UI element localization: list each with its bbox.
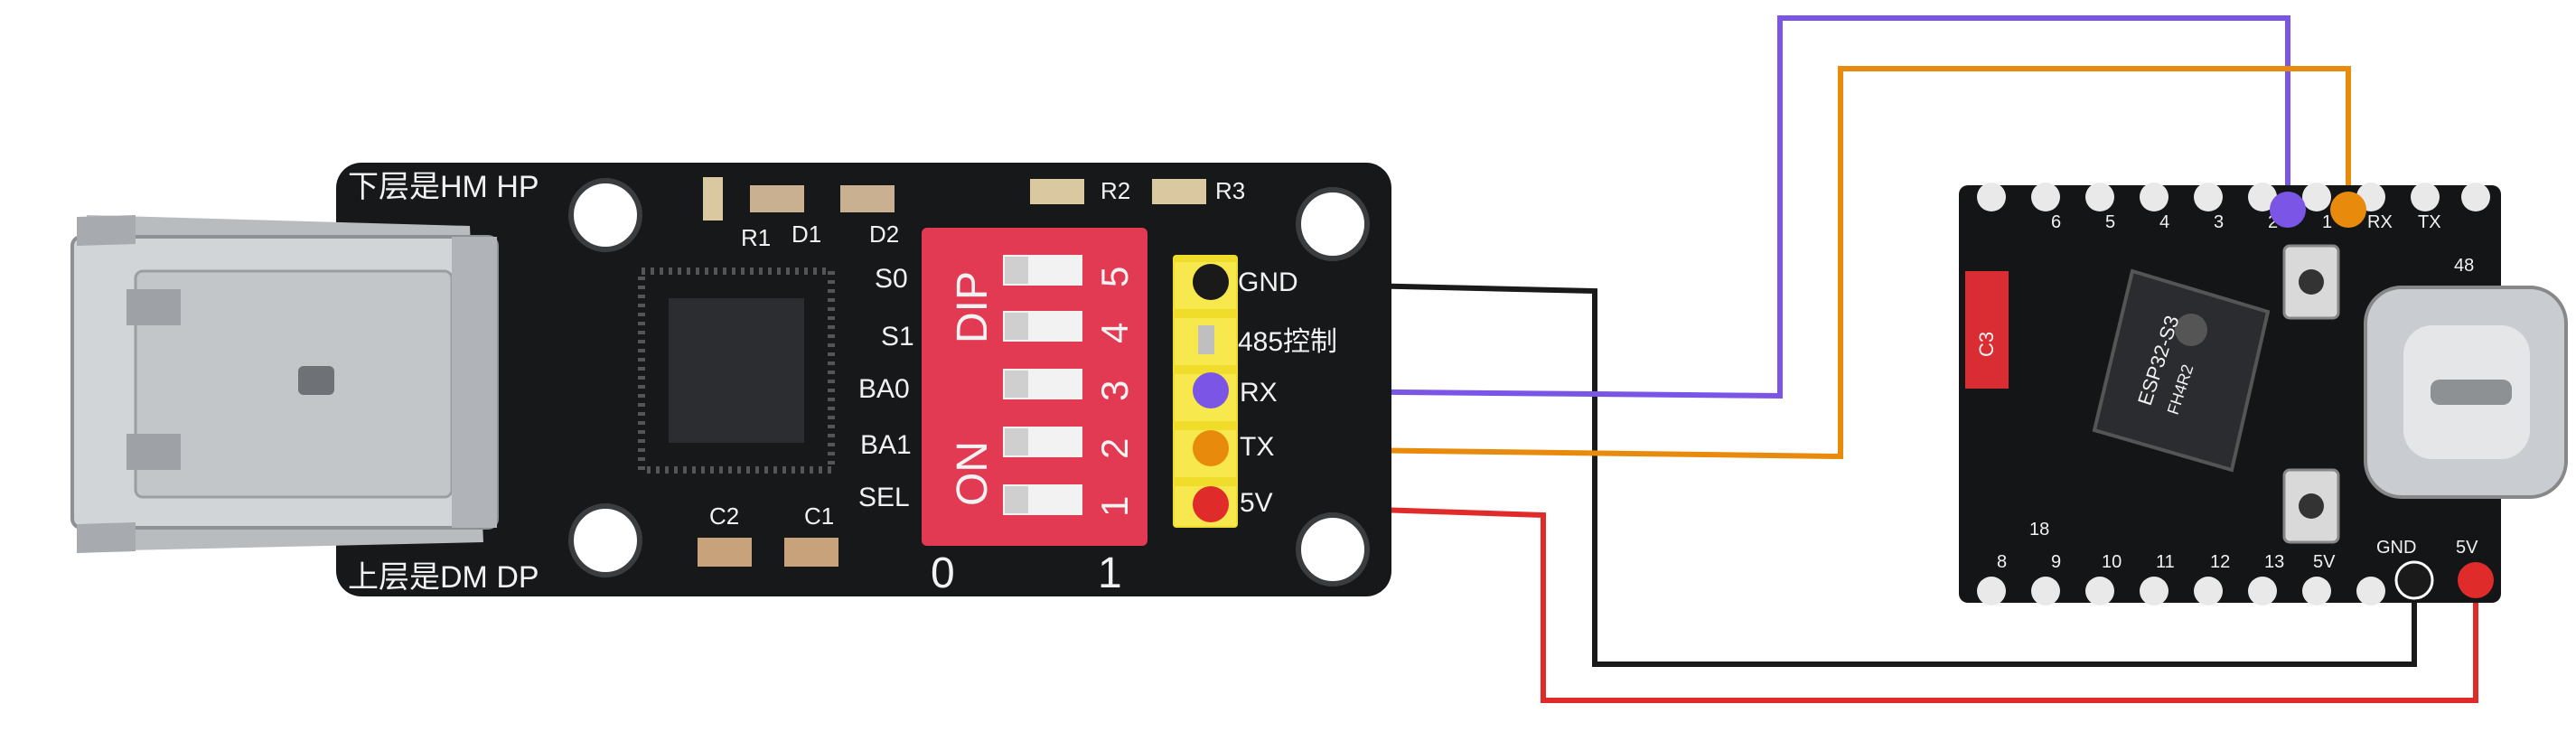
usb-c-connector[interactable] bbox=[2364, 286, 2568, 499]
esp-top-pin-tx: TX bbox=[2418, 212, 2441, 232]
tx-wire bbox=[1210, 66, 2351, 460]
dip-switch[interactable]: DIP ON 5 4 3 2 1 bbox=[922, 228, 1147, 546]
gnd-wire bbox=[1210, 279, 2417, 667]
esp-bottom-pin-gnd: GND bbox=[2376, 538, 2416, 558]
label-r3: R3 bbox=[1215, 177, 1245, 204]
header-label-485: 485控制 bbox=[1238, 327, 1337, 357]
mount-hole bbox=[1296, 187, 1370, 261]
esp-label-18: 18 bbox=[2029, 520, 2049, 540]
dip-number-1: 1 bbox=[1093, 496, 1136, 517]
esp-bottom-pin-8: 8 bbox=[1997, 552, 2007, 572]
switch-label-sel: SEL bbox=[858, 483, 910, 512]
mount-hole bbox=[568, 178, 642, 252]
rx-wire bbox=[1210, 15, 2290, 399]
esp-gnd-pin-dot[interactable] bbox=[2394, 560, 2434, 600]
label-c2: C2 bbox=[709, 502, 739, 530]
esp-top-pin-6: 6 bbox=[2051, 212, 2061, 232]
esp-top-pin-2: 2 bbox=[2268, 212, 2278, 232]
esp-rx-pin-dot[interactable] bbox=[2270, 192, 2306, 228]
label-c1: C1 bbox=[804, 502, 834, 530]
smd-components bbox=[698, 177, 1206, 567]
header-label-5v: 5V bbox=[1240, 488, 1273, 518]
dip-number-4: 4 bbox=[1093, 323, 1136, 343]
switch-label-s1: S1 bbox=[881, 322, 914, 352]
dip-scale-0: 0 bbox=[931, 549, 955, 597]
esp-top-pin-4: 4 bbox=[2159, 212, 2169, 232]
dip-scale-1: 1 bbox=[1098, 549, 1122, 597]
esp-side-label: C3 bbox=[1975, 332, 1998, 357]
esp-5v-pin-dot[interactable] bbox=[2458, 562, 2494, 598]
esp-top-pin-5: 5 bbox=[2105, 212, 2115, 232]
esp-bottom-pin-12: 12 bbox=[2210, 552, 2230, 572]
dip-text: DIP bbox=[949, 271, 997, 343]
label-d2: D2 bbox=[869, 221, 899, 248]
dip-number-2: 2 bbox=[1093, 438, 1136, 459]
board-bottom-label: 上层是DM DP bbox=[348, 560, 539, 595]
esp-top-pin-rx: RX bbox=[2367, 212, 2393, 232]
esp-bottom-pads bbox=[1977, 577, 2385, 605]
esp-bottom-pin-10: 10 bbox=[2102, 552, 2122, 572]
esp-bottom-pin-5v-a: 5V bbox=[2313, 552, 2336, 572]
label-r2: R2 bbox=[1101, 177, 1130, 204]
dip-on-text: ON bbox=[949, 441, 997, 506]
header-label-rx: RX bbox=[1240, 378, 1278, 408]
esp-side-component bbox=[1965, 271, 2009, 389]
mount-hole bbox=[1296, 512, 1370, 587]
usb-a-connector bbox=[70, 215, 499, 553]
header-label-gnd: GND bbox=[1238, 267, 1298, 297]
esp-bottom-pin-9: 9 bbox=[2051, 552, 2061, 572]
usb-gnd-pin-dot[interactable] bbox=[1193, 264, 1229, 300]
esp-top-pads bbox=[1977, 183, 2490, 211]
header-label-tx: TX bbox=[1240, 432, 1274, 462]
usb-tx-pin-dot[interactable] bbox=[1193, 430, 1229, 466]
switch-label-s0: S0 bbox=[875, 264, 908, 294]
dip-number-3: 3 bbox=[1093, 380, 1136, 401]
wires bbox=[1210, 15, 2478, 703]
esp32-chip bbox=[2092, 268, 2271, 473]
esp-bottom-pin-11: 11 bbox=[2156, 552, 2175, 572]
usb-5v-pin-dot[interactable] bbox=[1193, 486, 1229, 522]
esp-bottom-pin-5v-b: 5V bbox=[2456, 538, 2478, 558]
5v-wire bbox=[1210, 502, 2478, 703]
mount-hole bbox=[568, 503, 642, 577]
esp-reset-button-cap bbox=[2299, 493, 2324, 519]
label-r1: R1 bbox=[741, 224, 771, 251]
esp-bottom-pin-13: 13 bbox=[2264, 552, 2284, 572]
esp-top-pin-1: 1 bbox=[2322, 212, 2332, 232]
switch-label-ba0: BA0 bbox=[858, 374, 910, 404]
esp-label-48: 48 bbox=[2454, 256, 2474, 276]
label-d1: D1 bbox=[792, 221, 821, 248]
usb-bridge-chip bbox=[638, 267, 835, 474]
esp-tx-pin-dot[interactable] bbox=[2330, 192, 2366, 228]
esp-top-pin-3: 3 bbox=[2214, 212, 2224, 232]
esp32-board: 6 5 4 3 2 1 RX TX 8 9 10 11 12 13 5V GND… bbox=[1959, 183, 2568, 605]
usb-rx-pin-dot[interactable] bbox=[1193, 372, 1229, 408]
usb-adapter-board: 下层是HM HP 上层是DM DP R1 D1 D2 R2 R3 C2 C1 S… bbox=[70, 163, 1391, 597]
dip-number-5: 5 bbox=[1093, 267, 1136, 287]
esp-boot-button-cap bbox=[2299, 269, 2324, 295]
board-top-label: 下层是HM HP bbox=[348, 170, 539, 204]
switch-label-ba1: BA1 bbox=[860, 430, 912, 460]
